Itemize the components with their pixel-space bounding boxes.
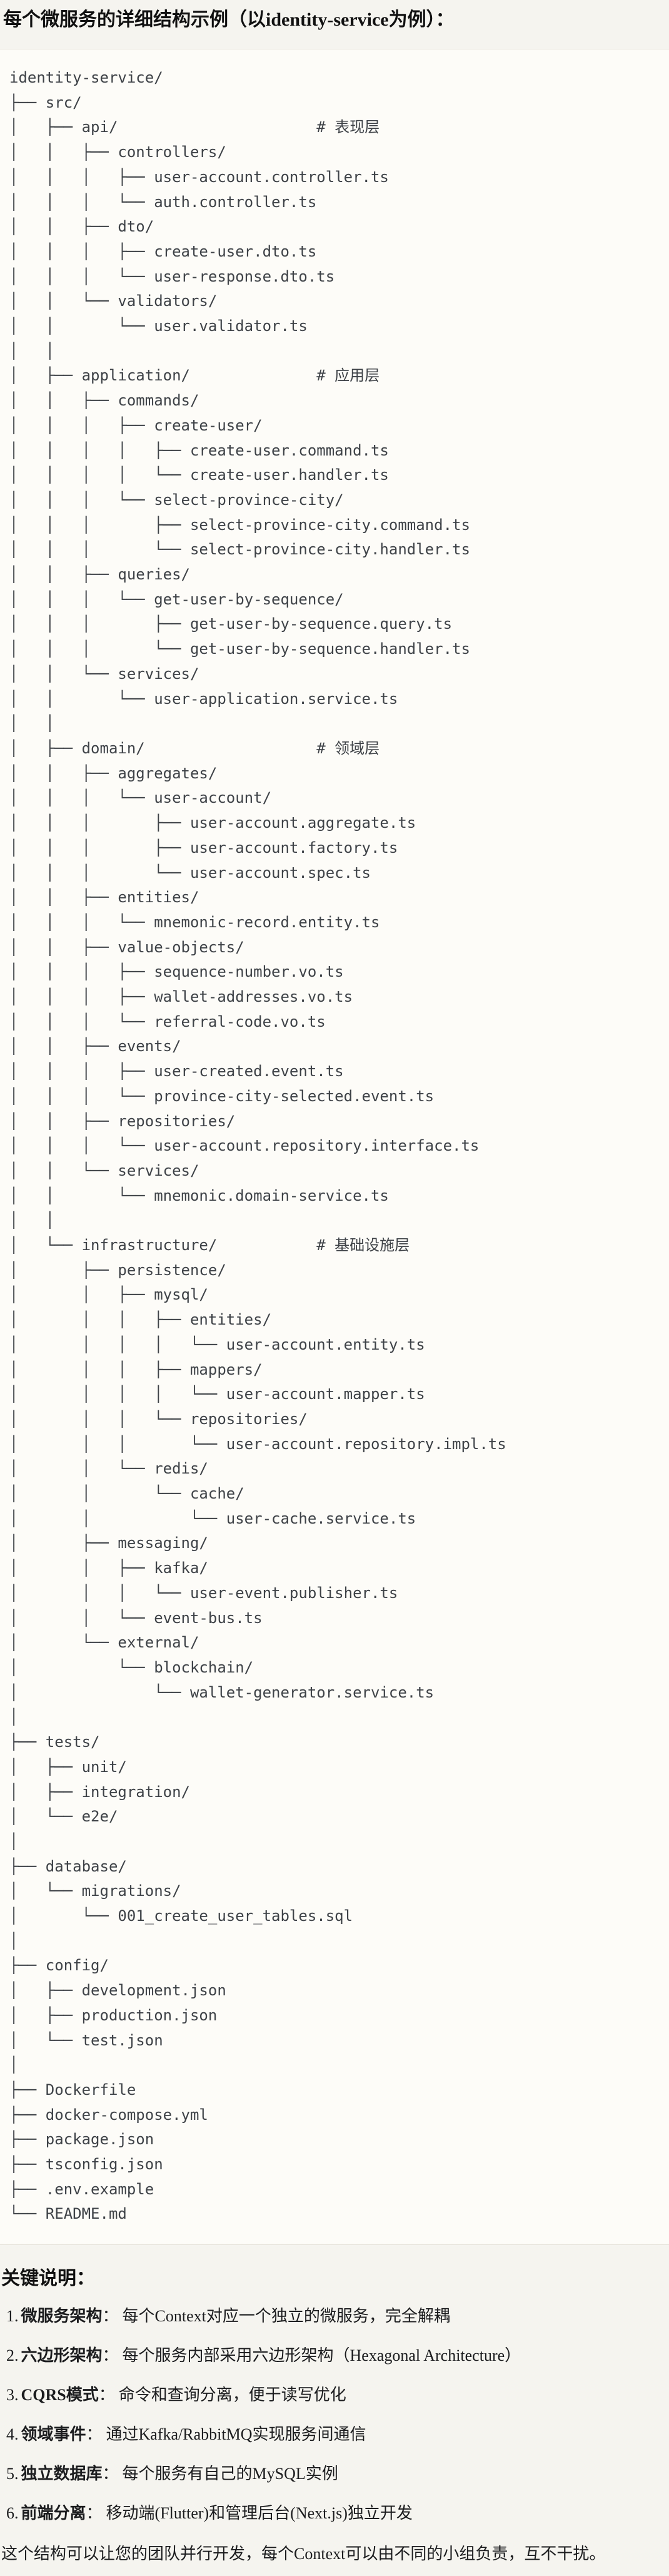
note-label: 前端分离: [21, 2504, 86, 2523]
note-item-1: 1.微服务架构：每个Context对应一个独立的微服务，完全解耦: [1, 2308, 664, 2325]
note-item-2: 2.六边形架构：每个服务内部采用六边形架构（Hexagonal Architec…: [1, 2347, 664, 2365]
note-label: 独立数据库: [21, 2465, 103, 2483]
note-item-4: 4.领域事件：通过Kafka/RabbitMQ实现服务间通信: [1, 2426, 664, 2443]
note-number: 6.: [6, 2504, 19, 2523]
note-text: 每个Context对应一个独立的微服务，完全解耦: [122, 2307, 450, 2326]
note-separator: ：: [102, 2346, 119, 2365]
note-item-3: 3.CQRS模式：命令和查询分离，便于读写优化: [1, 2386, 664, 2404]
note-number: 1.: [6, 2307, 19, 2326]
code-block: identity-service/ ├── src/ │ ├── api/ # …: [0, 49, 669, 2246]
note-text: 移动端(Flutter)和管理后台(Next.js)独立开发: [106, 2504, 413, 2523]
note-separator: ：: [86, 2425, 103, 2444]
note-text: 命令和查询分离，便于读写优化: [118, 2386, 346, 2405]
note-separator: ：: [86, 2504, 103, 2523]
directory-tree: identity-service/ ├── src/ │ ├── api/ # …: [9, 69, 506, 2223]
note-separator: ：: [102, 2465, 119, 2483]
page-title: 每个微服务的详细结构示例（以identity-service为例）：: [3, 9, 455, 30]
note-item-6: 6.前端分离：移动端(Flutter)和管理后台(Next.js)独立开发: [1, 2505, 664, 2522]
note-separator: ：: [98, 2386, 115, 2405]
note-label: CQRS模式: [21, 2386, 99, 2405]
note-text: 每个服务有自己的MySQL实例: [122, 2465, 338, 2483]
closing-paragraph: 这个结构可以让您的团队并行开发，每个Context可以由不同的小组负责，互不干扰…: [1, 2545, 606, 2563]
note-number: 3.: [6, 2386, 19, 2405]
note-number: 4.: [6, 2425, 19, 2444]
note-separator: ：: [102, 2307, 119, 2326]
note-number: 2.: [6, 2346, 19, 2365]
note-label: 领域事件: [21, 2425, 86, 2444]
note-text: 每个服务内部采用六边形架构（Hexagonal Architecture）: [122, 2346, 521, 2365]
notes-section: 关键说明： 1.微服务架构：每个Context对应一个独立的微服务，完全解耦 2…: [0, 2268, 669, 2576]
note-text: 通过Kafka/RabbitMQ实现服务间通信: [106, 2425, 366, 2444]
note-label: 六边形架构: [21, 2346, 103, 2365]
note-item-5: 5.独立数据库：每个服务有自己的MySQL实例: [1, 2465, 664, 2483]
note-number: 5.: [6, 2465, 19, 2483]
notes-heading: 关键说明：: [1, 2268, 95, 2289]
note-label: 微服务架构: [21, 2307, 103, 2326]
